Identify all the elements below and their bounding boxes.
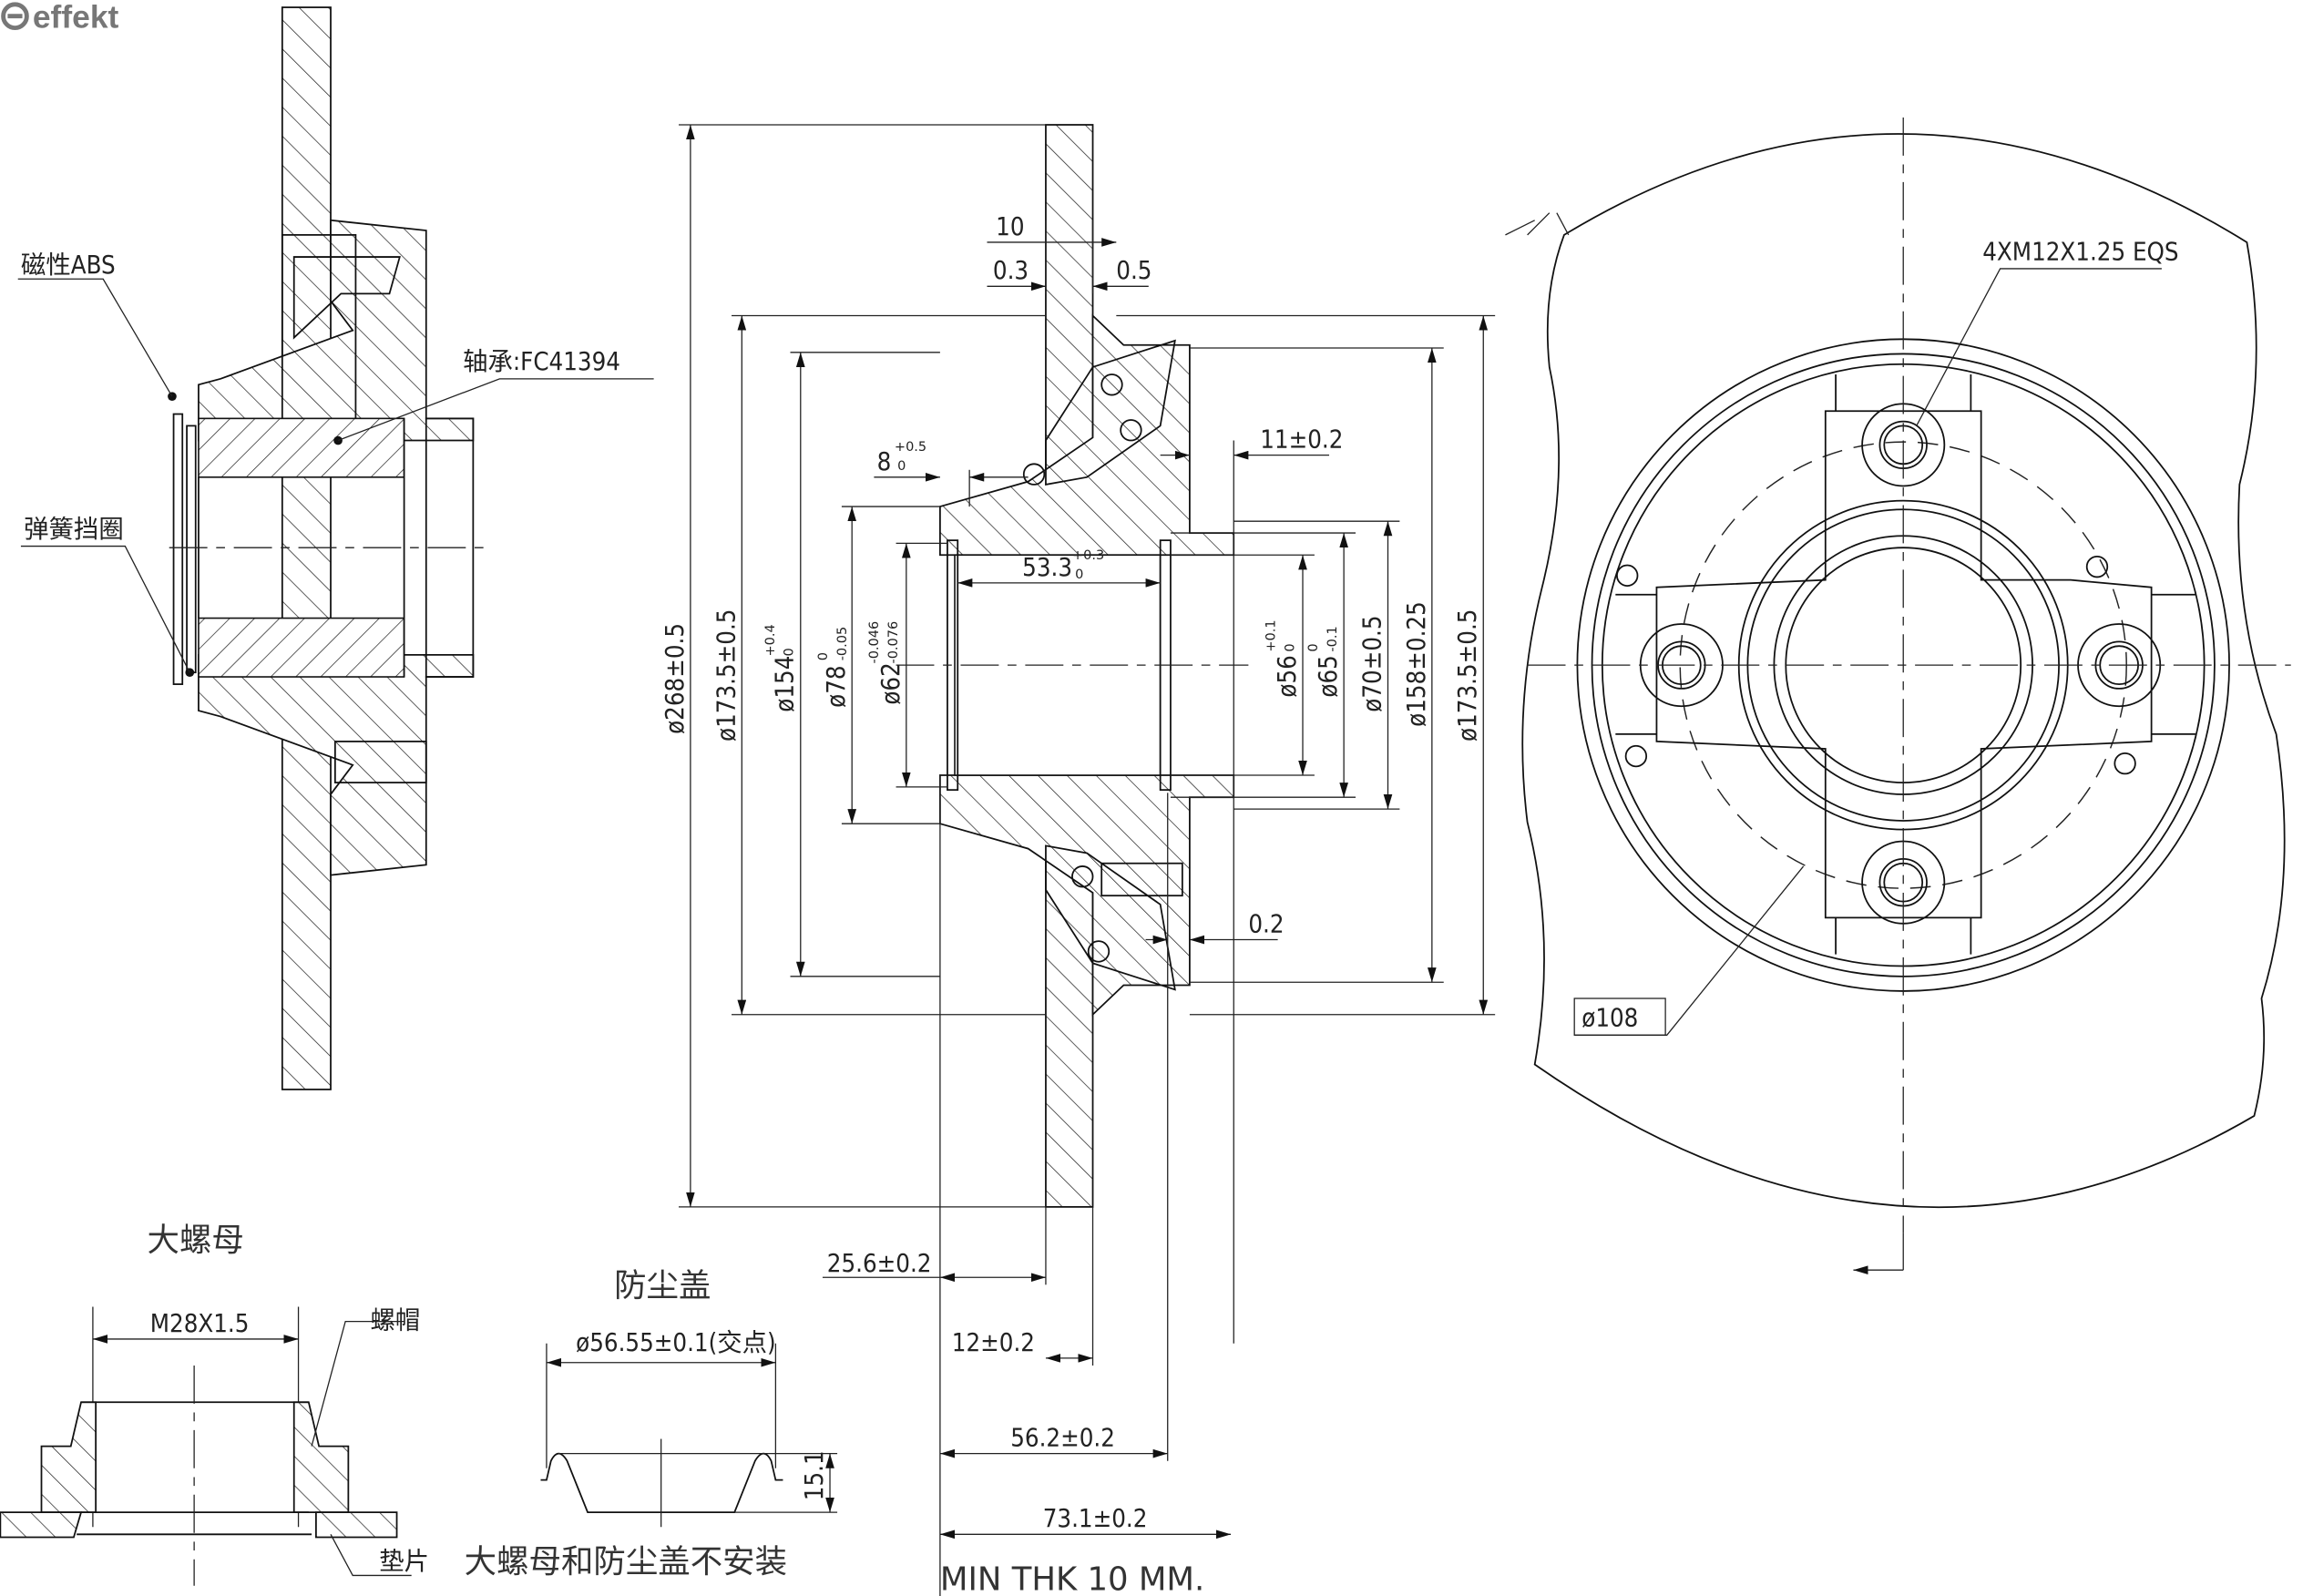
bearing-outer-ring-lower	[198, 617, 405, 678]
dia-268: ø268±0.5	[661, 623, 690, 734]
abs-label: 磁性ABS	[21, 251, 116, 280]
dim-0-3: 0.3	[993, 257, 1029, 285]
nut-detail: 大螺母 M28X1.5 螺帽 垫片	[0, 1222, 429, 1586]
dia-158: ø158±0.25	[1403, 601, 1431, 727]
rotor-disc-section	[281, 6, 332, 1090]
dia-154-tol-low: 0	[783, 648, 797, 656]
dia-56: ø56	[1274, 655, 1302, 697]
dim-73-1: 73.1±0.2	[1043, 1505, 1148, 1533]
svg-text:effekt: effekt	[33, 0, 119, 36]
dia-173-5-right: ø173.5±0.5	[1454, 609, 1482, 742]
pcd-label: ø108	[1581, 1005, 1638, 1033]
dust-cap-title: 防尘盖	[614, 1267, 711, 1304]
bolt-holes	[1639, 403, 2162, 925]
dim-56-2: 56.2±0.2	[1010, 1425, 1115, 1453]
bearing-label: 轴承:FC41394	[463, 348, 620, 376]
left-section-view: 磁性ABS 轴承:FC41394 弹簧挡圈	[17, 6, 654, 1090]
dia-62: ø62	[877, 662, 906, 704]
dust-cap-height: 15.1	[801, 1450, 829, 1500]
nut-title: 大螺母	[148, 1222, 244, 1259]
dim-8-tol-low: 0	[897, 459, 906, 474]
dia-62-tol-up: -0.046	[867, 621, 882, 664]
dim-0-2: 0.2	[1248, 910, 1284, 938]
front-view: 4XM12X1.25 EQS ø108	[1505, 117, 2291, 1275]
dia-56-tol-up: +0.1	[1264, 619, 1278, 651]
assembly-note: 大螺母和防尘盖不安装	[465, 1543, 787, 1581]
effekt-logo: effekt	[1, 0, 119, 36]
washer-label: 垫片	[379, 1548, 429, 1576]
dia-62-tol-low: -0.076	[886, 621, 901, 664]
dia-78-tol-low: -0.05	[835, 627, 850, 661]
dim-8: 8	[877, 448, 892, 476]
dia-56-tol-low: 0	[1283, 643, 1297, 651]
circlip-label: 弹簧挡圈	[24, 516, 124, 544]
dia-70: ø70±0.5	[1358, 615, 1387, 711]
dia-65-tol-low: -0.1	[1326, 626, 1340, 651]
dim-10: 10	[996, 213, 1024, 241]
dia-65: ø65	[1315, 655, 1343, 697]
dia-78-tol-up: 0	[816, 652, 831, 660]
dim-25-6: 25.6±0.2	[827, 1250, 932, 1278]
min-thickness-note: MIN THK 10 MM.	[940, 1561, 1204, 1596]
dim-53-3-tol-up: +0.3	[1072, 548, 1104, 563]
dia-154-tol-up: +0.4	[763, 624, 778, 656]
nut-label: 螺帽	[371, 1307, 421, 1335]
dim-0-5: 0.5	[1116, 257, 1152, 285]
dim-11: 11±0.2	[1260, 426, 1343, 455]
hub-upper-section	[198, 219, 475, 442]
dust-cap-detail: 防尘盖 ø56.55±0.1(交点) 15.1 大螺母和防尘盖不安装	[465, 1267, 838, 1581]
dim-53-3-tol-low: 0	[1075, 568, 1083, 582]
dim-8-tol-up: +0.5	[895, 440, 926, 455]
thread-size: M28X1.5	[150, 1310, 250, 1338]
dim-53-3: 53.3	[1022, 554, 1072, 582]
dim-12: 12±0.2	[952, 1329, 1035, 1357]
middle-section-view: 10 0.3 0.5 8 +0.5 0 11±0.2 53.3 +0.3 0 0…	[661, 124, 1496, 1596]
dia-78: ø78	[823, 665, 851, 707]
dia-173-5-left: ø173.5±0.5	[712, 609, 741, 742]
dia-154: ø154	[772, 656, 800, 712]
dia-65-tol-up: 0	[1306, 643, 1321, 651]
dust-cap-diameter: ø56.55±0.1(交点)	[576, 1329, 775, 1357]
thread-spec-label: 4XM12X1.25 EQS	[1982, 238, 2178, 266]
